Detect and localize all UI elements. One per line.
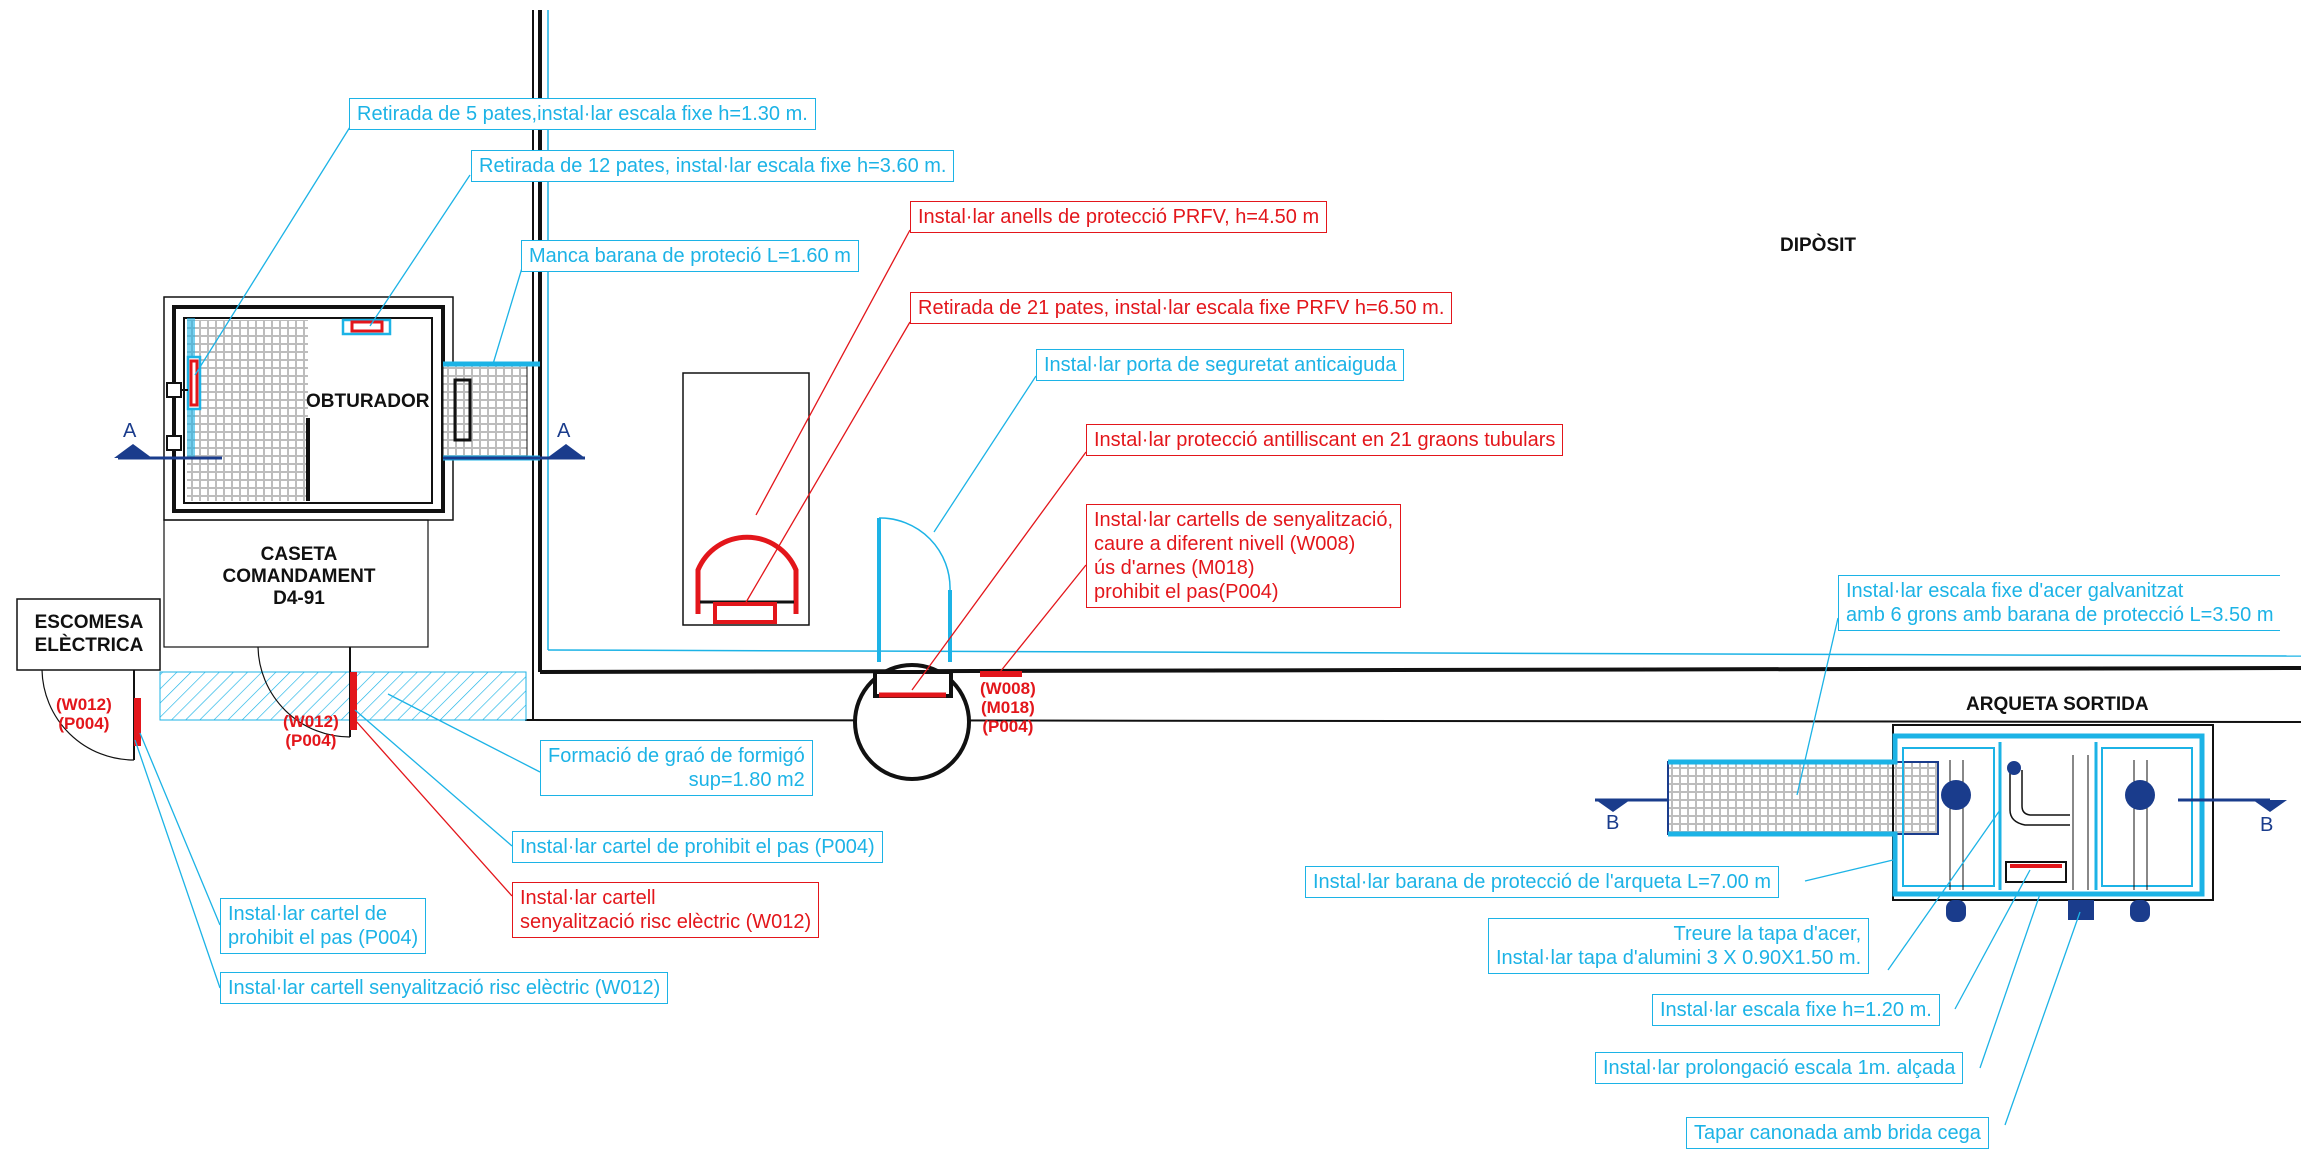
note-line: Instal·lar porta de seguretat anticaigud… [1044, 354, 1397, 376]
note-escala-galvanitzat: Instal·lar escala fixe d'acer galvanitza… [1838, 575, 2281, 631]
note-cartell-risc: Instal·lar cartell senyalització risc el… [220, 972, 669, 1004]
escomesa-label: ESCOMESA ELÈCTRICA [19, 611, 159, 657]
note-line: Instal·lar protecció antilliscant en 21 … [1094, 429, 1556, 451]
section-a-left: A [123, 420, 137, 442]
ladder-caseta-12 [341, 318, 392, 336]
note-cartel-prohibit: Instal·lar cartel de prohibit el pas (P0… [220, 898, 427, 954]
note-barana-arqueta: Instal·lar barana de protecció de l'arqu… [1305, 866, 1779, 898]
note-line: Instal·lar escala fixe d'acer galvanitza… [1846, 580, 2184, 602]
arqueta-sortida [1595, 724, 2287, 922]
note-escala-120: Instal·lar escala fixe h=1.20 m. [1652, 994, 1940, 1026]
note-line: caure a diferent nivell (W008) [1094, 533, 1356, 555]
note-barana: Manca barana de proteció L=1.60 m [521, 240, 859, 272]
note-line: amb 6 grons amb barana de protecció L=3.… [1846, 604, 2274, 626]
note-line: Instal·lar cartel de prohibit el pas (P0… [520, 836, 875, 858]
caseta-line-3: D4-91 [273, 588, 325, 609]
note-line: Instal·lar prolongació escala 1m. alçada [1603, 1057, 1956, 1079]
caseta-line-1: CASETA [260, 544, 338, 565]
code-m018: (M018) [980, 698, 1035, 717]
note-line: Tapar canonada amb brida cega [1694, 1122, 1981, 1144]
obturador-label: OBTURADOR [306, 391, 430, 412]
note-line: Instal·lar escala fixe h=1.20 m. [1660, 999, 1932, 1021]
note-pates-12: Retirada de 12 pates, instal·lar escala … [471, 150, 955, 182]
diposit-label: DIPÒSIT [1780, 235, 1857, 256]
leader-lines [134, 126, 2081, 1126]
note-line: sup=1.80 m2 [688, 769, 805, 791]
code-p004: (P004) [982, 717, 1034, 736]
note-tapa: Treure la tapa d'acer, Instal·lar tapa d… [1488, 918, 1870, 974]
arqueta-label: ARQUETA SORTIDA [1966, 694, 2149, 715]
note-line: Instal·lar cartel de [228, 903, 387, 925]
note-grao: Formació de graó de formigó sup=1.80 m2 [540, 740, 813, 796]
note-line: Treure la tapa d'acer, [1673, 923, 1862, 945]
codes-porta: (W008) (M018) (P004) [980, 679, 1036, 736]
note-line: prohibit el pas(P004) [1094, 581, 1279, 603]
note-pates-5: Retirada de 5 pates,instal·lar escala fi… [349, 98, 816, 130]
note-line: Instal·lar cartell senyalització risc el… [228, 977, 661, 999]
note-line: Instal·lar cartells de senyalització, [1094, 509, 1394, 531]
codes-caseta: (W012) (P004) [283, 712, 339, 750]
escomesa-building [16, 598, 161, 761]
note-line: ús d'arnes (M018) [1094, 557, 1255, 579]
note-cartel-p004: Instal·lar cartel de prohibit el pas (P0… [512, 831, 883, 863]
caseta-door [257, 646, 357, 738]
note-porta: Instal·lar porta de seguretat anticaigud… [1036, 349, 1405, 381]
note-line: Instal·lar barana de protecció de l'arqu… [1313, 871, 1771, 893]
note-line: Retirada de 5 pates,instal·lar escala fi… [357, 103, 808, 125]
note-line: Instal·lar anells de protecció PRFV, h=4… [918, 206, 1320, 228]
note-line: Retirada de 21 pates, instal·lar escala … [918, 297, 1445, 319]
code-p004: (P004) [285, 731, 337, 750]
note-cartells: Instal·lar cartells de senyalització, ca… [1086, 504, 1402, 608]
note-line: Formació de graó de formigó [548, 745, 805, 767]
code-p004: (P004) [58, 714, 110, 733]
note-line: Retirada de 12 pates, instal·lar escala … [479, 155, 947, 177]
caseta-line-2: COMANDAMENT [222, 566, 376, 587]
note-tapar-canonada: Tapar canonada amb brida cega [1686, 1117, 1989, 1149]
code-w012: (W012) [283, 712, 339, 731]
section-b-right: B [2260, 814, 2274, 836]
note-line: Manca barana de proteció L=1.60 m [529, 245, 851, 267]
code-w012: (W012) [56, 695, 112, 714]
shaft-with-rings [682, 372, 810, 626]
code-w008: (W008) [980, 679, 1036, 698]
note-line: senyalització risc elèctric (W012) [520, 911, 812, 933]
access-grille [442, 361, 540, 461]
note-prolongacio: Instal·lar prolongació escala 1m. alçada [1595, 1052, 1964, 1084]
note-anells: Instal·lar anells de protecció PRFV, h=4… [910, 201, 1328, 233]
note-line: Instal·lar tapa d'alumini 3 X 0.90X1.50 … [1496, 947, 1862, 969]
note-line: Instal·lar cartell [520, 887, 656, 909]
section-line-a [114, 444, 585, 460]
escomesa-line-1: ESCOMESA [34, 612, 144, 633]
section-b-left: B [1606, 812, 1620, 834]
note-cartell-w012: Instal·lar cartell senyalització risc el… [512, 882, 820, 938]
section-a-right: A [557, 420, 571, 442]
note-line: prohibit el pas (P004) [228, 927, 419, 949]
ladder-caseta-5 [166, 355, 202, 451]
escomesa-line-2: ELÈCTRICA [34, 635, 144, 656]
security-door [853, 517, 1022, 781]
codes-escomesa: (W012) (P004) [56, 695, 112, 733]
note-antilliscant: Instal·lar protecció antilliscant en 21 … [1086, 424, 1564, 456]
note-pates-21: Retirada de 21 pates, instal·lar escala … [910, 292, 1453, 324]
caseta-label: CASETA COMANDAMENT D4-91 [192, 544, 406, 610]
concrete-step [159, 671, 527, 721]
caseta-building [163, 296, 454, 648]
